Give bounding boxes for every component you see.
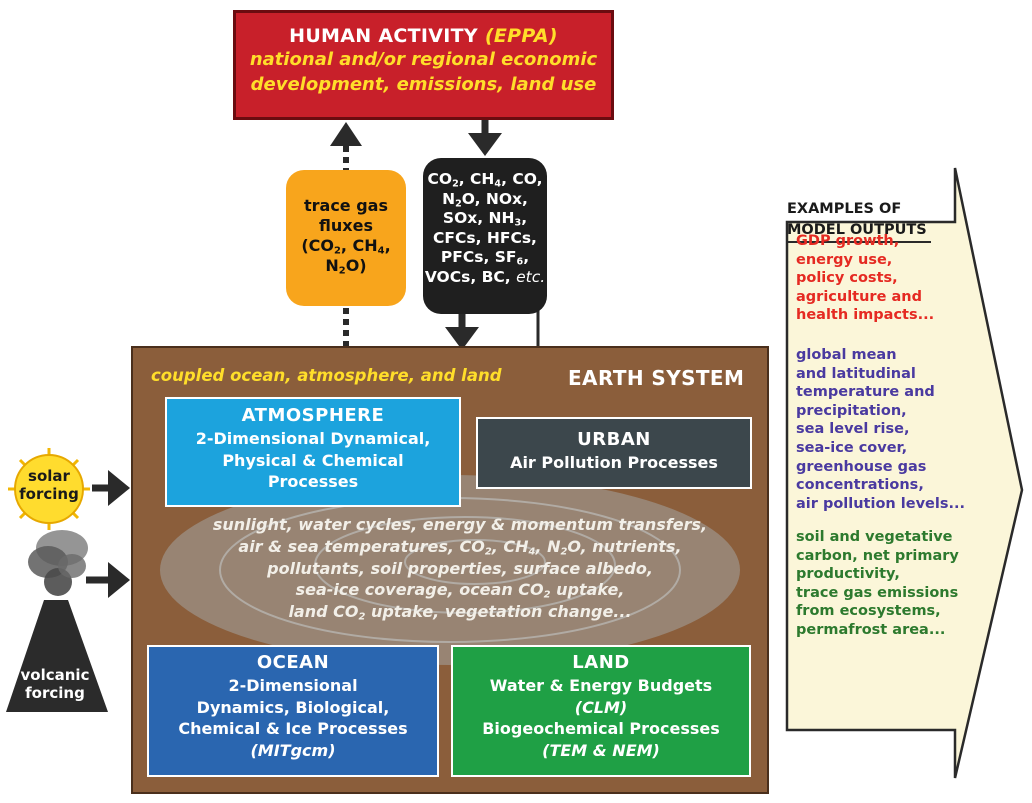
human-to-emissions-arrowhead <box>468 133 502 156</box>
swirl-graphic <box>160 475 740 665</box>
solar-arrowhead <box>108 470 130 506</box>
urban-title: URBAN <box>577 429 651 450</box>
solar-forcing-label: solar forcing <box>19 467 79 503</box>
volcano-icon <box>6 530 108 712</box>
exchange-variables-text: sunlight, water cycles, energy & momentu… <box>212 515 708 623</box>
outputs-arrow-shape <box>785 167 1024 779</box>
earth-system-subtitle: coupled ocean, atmosphere, and land <box>151 366 502 385</box>
emissions-to-earth-arrowhead <box>445 327 479 350</box>
emissions-box: CO2, CH4, CO, N2O, NOx, SOx, NH3, CFCs, … <box>423 158 547 314</box>
urban-box: URBAN Air Pollution Processes <box>476 417 752 489</box>
ecosystem-outputs-list: soil and vegetative carbon, net primary … <box>796 529 959 638</box>
human-activity-box: HUMAN ACTIVITY (EPPA) national and/or re… <box>233 10 614 120</box>
land-box: LAND Water & Energy Budgets (CLM) Biogeo… <box>451 645 751 777</box>
human-activity-line-2: development, emissions, land use <box>250 74 597 95</box>
human-activity-line-1: national and/or regional economic <box>249 49 598 70</box>
economic-outputs-list: GDP growth, energy use, policy costs, ag… <box>796 233 935 324</box>
human-activity-title: HUMAN ACTIVITY (EPPA) <box>289 25 558 47</box>
ocean-title: OCEAN <box>256 652 330 673</box>
sun-icon <box>8 448 90 530</box>
trace-gas-fluxes-box: trace gas fluxes (CO2, CH4, N2O) <box>286 170 406 306</box>
atmosphere-title: ATMOSPHERE <box>241 405 385 426</box>
model-outputs-title: EXAMPLES OF MODEL OUTPUTS <box>787 199 931 243</box>
ocean-box: OCEAN 2-Dimensional Dynamics, Biological… <box>147 645 439 777</box>
land-title: LAND <box>572 652 630 673</box>
climate-outputs-list: global mean and latitudinal temperature … <box>796 347 966 512</box>
trace-up-arrowhead <box>330 122 362 146</box>
atmosphere-box: ATMOSPHERE 2-Dimensional Dynamical, Phys… <box>165 397 461 507</box>
volcanic-arrowhead <box>108 562 130 598</box>
earth-system-title: EARTH SYSTEM <box>568 366 745 390</box>
volcanic-forcing-label: volcanic forcing <box>20 666 90 702</box>
